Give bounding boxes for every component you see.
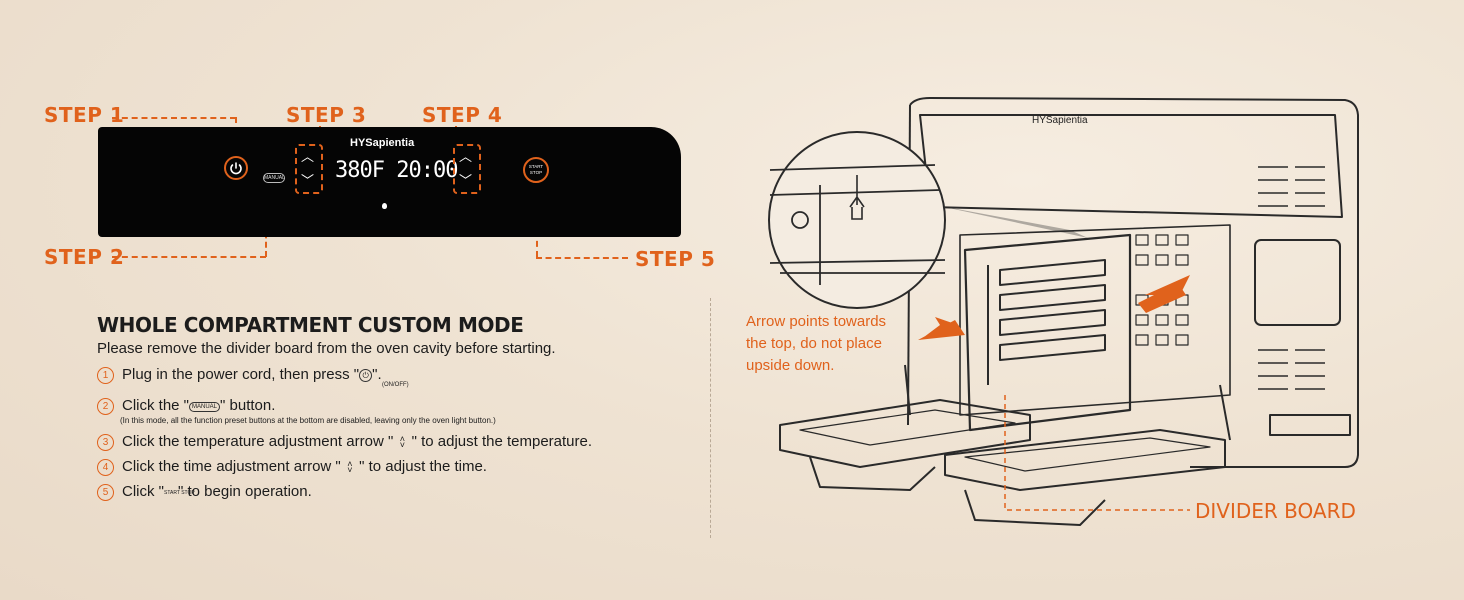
start-stop-button[interactable]: START STOP [523,157,549,183]
start-stop-label: START STOP [528,164,544,175]
panel-display: 380F 20:00 [335,158,458,183]
item-text: Plug in the power cord, then press " [122,366,360,383]
manual-button-label: MANUAL [264,175,285,181]
divider-leader [1004,395,1190,511]
temp-up-icon[interactable]: ︿ [301,149,315,164]
section-divider [710,298,711,538]
on-off-caption: (ON/OFF) [382,382,409,388]
mode-title: WHOLE COMPARTMENT CUSTOM MODE [97,313,524,337]
step-1-leader [112,117,236,119]
manual-button[interactable]: MANUAL [263,173,285,183]
item-number: 1 [97,367,114,384]
step-4-label: STEP 4 [422,103,503,127]
arrow-note-line: upside down. [746,357,835,374]
arrow-note-line: the top, do not place [746,335,882,352]
oven-brand: HYSapientia [1032,115,1088,126]
item-number: 4 [97,459,114,476]
oven-illustration: HYSapientia [768,97,1359,526]
start-stop-mini-icon: START STOP [164,490,195,496]
list-item: 4 Click the time adjustment arrow " ˄˅ " … [97,458,487,476]
item-text: Click the " [122,397,190,414]
item-number: 5 [97,484,114,501]
item-number: 3 [97,434,114,451]
power-button[interactable] [224,156,248,180]
item-tail: " button. [220,397,276,414]
zoom-cone [935,205,1088,238]
arrow-right-icon [1138,275,1190,313]
step-5-label: STEP 5 [635,247,716,271]
item-tail: " to adjust the time. [354,458,487,475]
temperature-arrows[interactable]: ︿ ﹀ [295,144,323,194]
temp-down-icon[interactable]: ﹀ [301,173,315,188]
panel-brand: HYSapientia [350,137,415,149]
left-door [779,399,1031,468]
zoom-callout [768,131,946,309]
divider-board-label: DIVIDER BOARD [1195,499,1356,523]
item-text: Click " [122,483,164,500]
item-text: Click the temperature adjustment arrow " [122,433,398,450]
step-5-leader [536,257,628,259]
item-text: Click the time adjustment arrow " [122,458,345,475]
step-2-leader [112,256,266,258]
oven-body [909,97,1359,468]
item-tail: ". [372,366,382,383]
arrow-note: Arrow points towards the top, do not pla… [746,311,886,377]
up-down-arrows-icon: ˄˅ [347,459,353,476]
list-item: 2 Click the "MANUAL" button. [97,397,275,415]
mode-note: (In this mode, all the function preset b… [120,416,496,425]
power-icon [230,162,242,175]
arrow-left-icon [918,317,965,340]
step-3-label: STEP 3 [286,103,367,127]
power-icon: ⏻ [359,369,373,382]
time-up-icon[interactable]: ︿ [459,149,473,164]
right-door [944,429,1226,491]
list-item: 1 Plug in the power cord, then press "⏻".… [97,366,409,388]
manual-mini-icon: MANUAL [189,402,221,412]
control-panel: HYSapientia 380F 20:00 MANUAL ︿ ﹀ ︿ ﹀ ST… [98,127,681,237]
list-item: 3 Click the temperature adjustment arrow … [97,433,592,451]
step-2-label: STEP 2 [44,245,125,269]
time-down-icon[interactable]: ﹀ [459,173,473,188]
light-icon[interactable] [382,203,387,209]
item-tail: " to begin operation. [178,483,312,500]
list-item: 5 Click "START STOP" to begin operation. [97,483,312,501]
item-number: 2 [97,398,114,415]
step-1-label: STEP 1 [44,103,125,127]
up-down-arrows-icon: ˄˅ [399,434,406,451]
item-tail: " to adjust the temperature. [407,433,593,450]
arrow-note-line: Arrow points towards [746,313,887,330]
divider-board [963,233,1132,432]
intro-text: Please remove the divider board from the… [97,340,556,357]
time-arrows[interactable]: ︿ ﹀ [453,144,481,194]
